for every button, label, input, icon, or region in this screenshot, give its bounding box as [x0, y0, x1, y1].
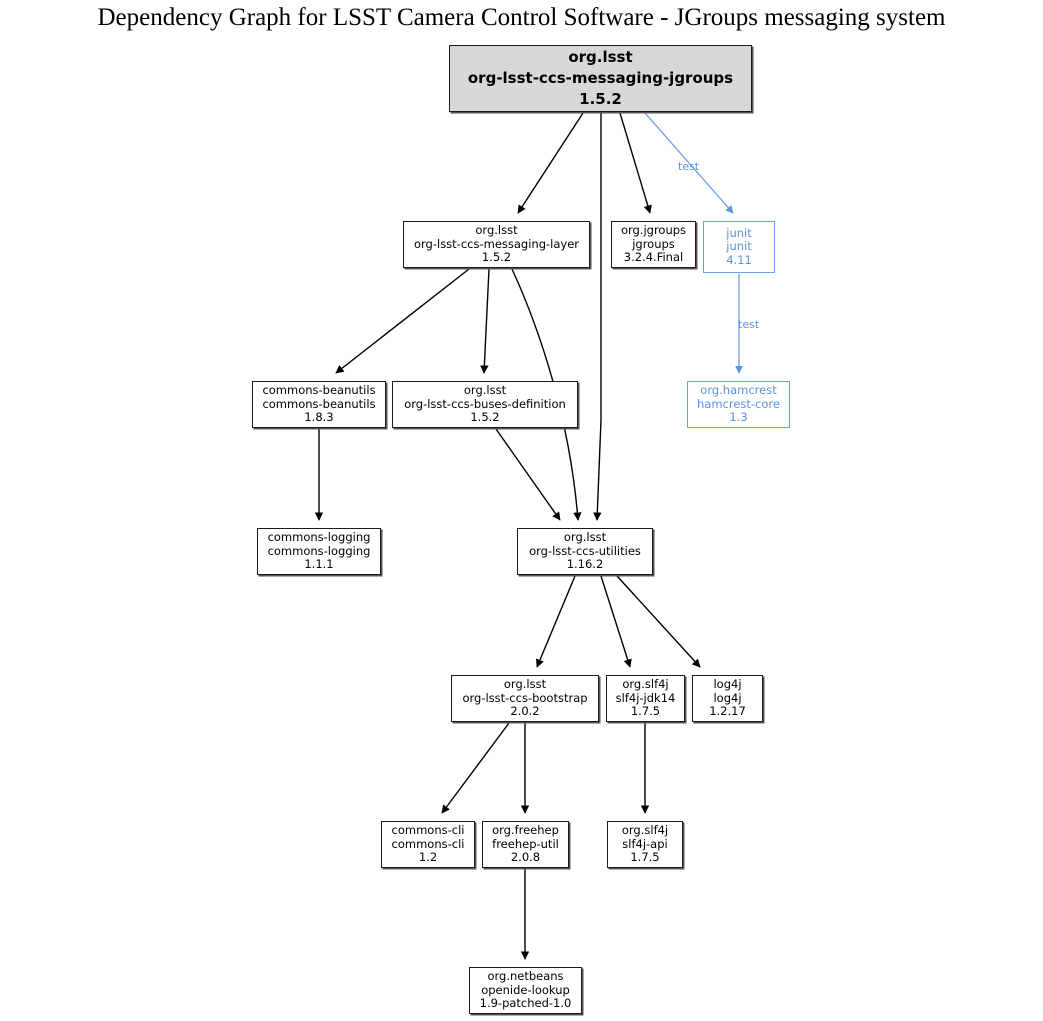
node-group: org.jgroups — [620, 223, 687, 238]
edge-buses-definition-to-ccs-utilities — [495, 428, 561, 521]
edge-label-label-junit-hamcrest: test — [738, 318, 760, 331]
node-artifact: hamcrest-core — [697, 396, 780, 411]
node-artifact: commons-logging — [267, 543, 371, 558]
node-version: 1.5.2 — [470, 410, 500, 425]
edge-ccs-bootstrap-to-commons-cli — [441, 722, 510, 814]
node-group: org.freehep — [492, 823, 559, 838]
node-version: 1.8.3 — [304, 410, 334, 425]
node-version: 1.5.2 — [579, 90, 622, 108]
node-group: org.hamcrest — [700, 383, 777, 398]
node-artifact: junit — [726, 239, 752, 254]
node-version: 1.2 — [418, 850, 438, 865]
node-group: org.netbeans — [487, 969, 564, 984]
edge-ccs-utilities-to-slf4j-jdk14 — [600, 575, 632, 668]
node-group: junit — [726, 225, 752, 240]
node-group: org.lsst — [475, 223, 518, 238]
node-group: commons-logging — [267, 530, 371, 545]
node-artifact: slf4j-jdk14 — [615, 690, 676, 705]
node-group: log4j — [713, 677, 742, 692]
node-group: org.slf4j — [621, 823, 669, 838]
node-artifact: jgroups — [632, 236, 675, 251]
node-artifact: commons-cli — [391, 836, 465, 851]
node-artifact: log4j — [713, 690, 742, 705]
node-group: org.lsst — [563, 530, 607, 545]
node-version: 1.16.2 — [566, 557, 604, 572]
edge-label-label-root-junit: test — [678, 160, 700, 173]
node-version: 1.7.5 — [630, 704, 661, 719]
node-artifact: org-lsst-ccs-messaging-jgroups — [467, 69, 734, 87]
node-group: commons-beanutils — [262, 383, 376, 398]
node-group: org.lsst — [568, 48, 633, 66]
node-version: 3.2.4.Final — [623, 250, 684, 265]
node-group: org.lsst — [463, 383, 507, 398]
edge-messaging-jgroups-to-ccs-utilities — [593, 113, 602, 521]
node-group: org.slf4j — [622, 677, 669, 692]
edge-messaging-layer-to-commons-beanutils — [335, 268, 470, 374]
node-artifact: org-lsst-ccs-bootstrap — [462, 690, 588, 705]
node-artifact: commons-beanutils — [262, 396, 376, 411]
node-version: 1.3 — [729, 410, 748, 425]
edge-messaging-layer-to-buses-definition — [480, 268, 490, 374]
node-version: 1.7.5 — [630, 850, 660, 865]
node-version: 4.11 — [726, 252, 752, 267]
node-artifact: slf4j-api — [622, 836, 668, 851]
node-version: 1.2.17 — [709, 704, 746, 719]
node-group: org.lsst — [503, 677, 547, 692]
node-version: 2.0.8 — [510, 850, 541, 865]
node-group: commons-cli — [391, 823, 465, 838]
edge-ccs-utilities-to-log4j — [616, 575, 701, 668]
graph-node-messaging-jgroups[interactable]: org.lsst org-lsst-ccs-messaging-jgroups 1.… — [449, 45, 752, 112]
edge-messaging-jgroups-to-messaging-layer — [517, 112, 584, 214]
node-artifact: freehep-util — [492, 836, 559, 851]
edge-ccs-utilities-to-ccs-bootstrap — [536, 575, 576, 668]
page-title: Dependency Graph for LSST Camera Control… — [97, 4, 946, 31]
node-artifact: org-lsst-ccs-messaging-layer — [413, 236, 580, 251]
node-version: 1.9-patched-1.0 — [479, 996, 572, 1011]
edge-messaging-jgroups-to-jgroups — [619, 112, 652, 214]
node-artifact: org-lsst-ccs-utilities — [529, 543, 641, 558]
node-version: 1.1.1 — [304, 557, 334, 572]
node-artifact: org-lsst-ccs-buses-definition — [404, 396, 566, 411]
node-artifact: openide-lookup — [481, 982, 570, 997]
node-version: 1.5.2 — [481, 250, 512, 265]
node-version: 2.0.2 — [510, 704, 540, 719]
